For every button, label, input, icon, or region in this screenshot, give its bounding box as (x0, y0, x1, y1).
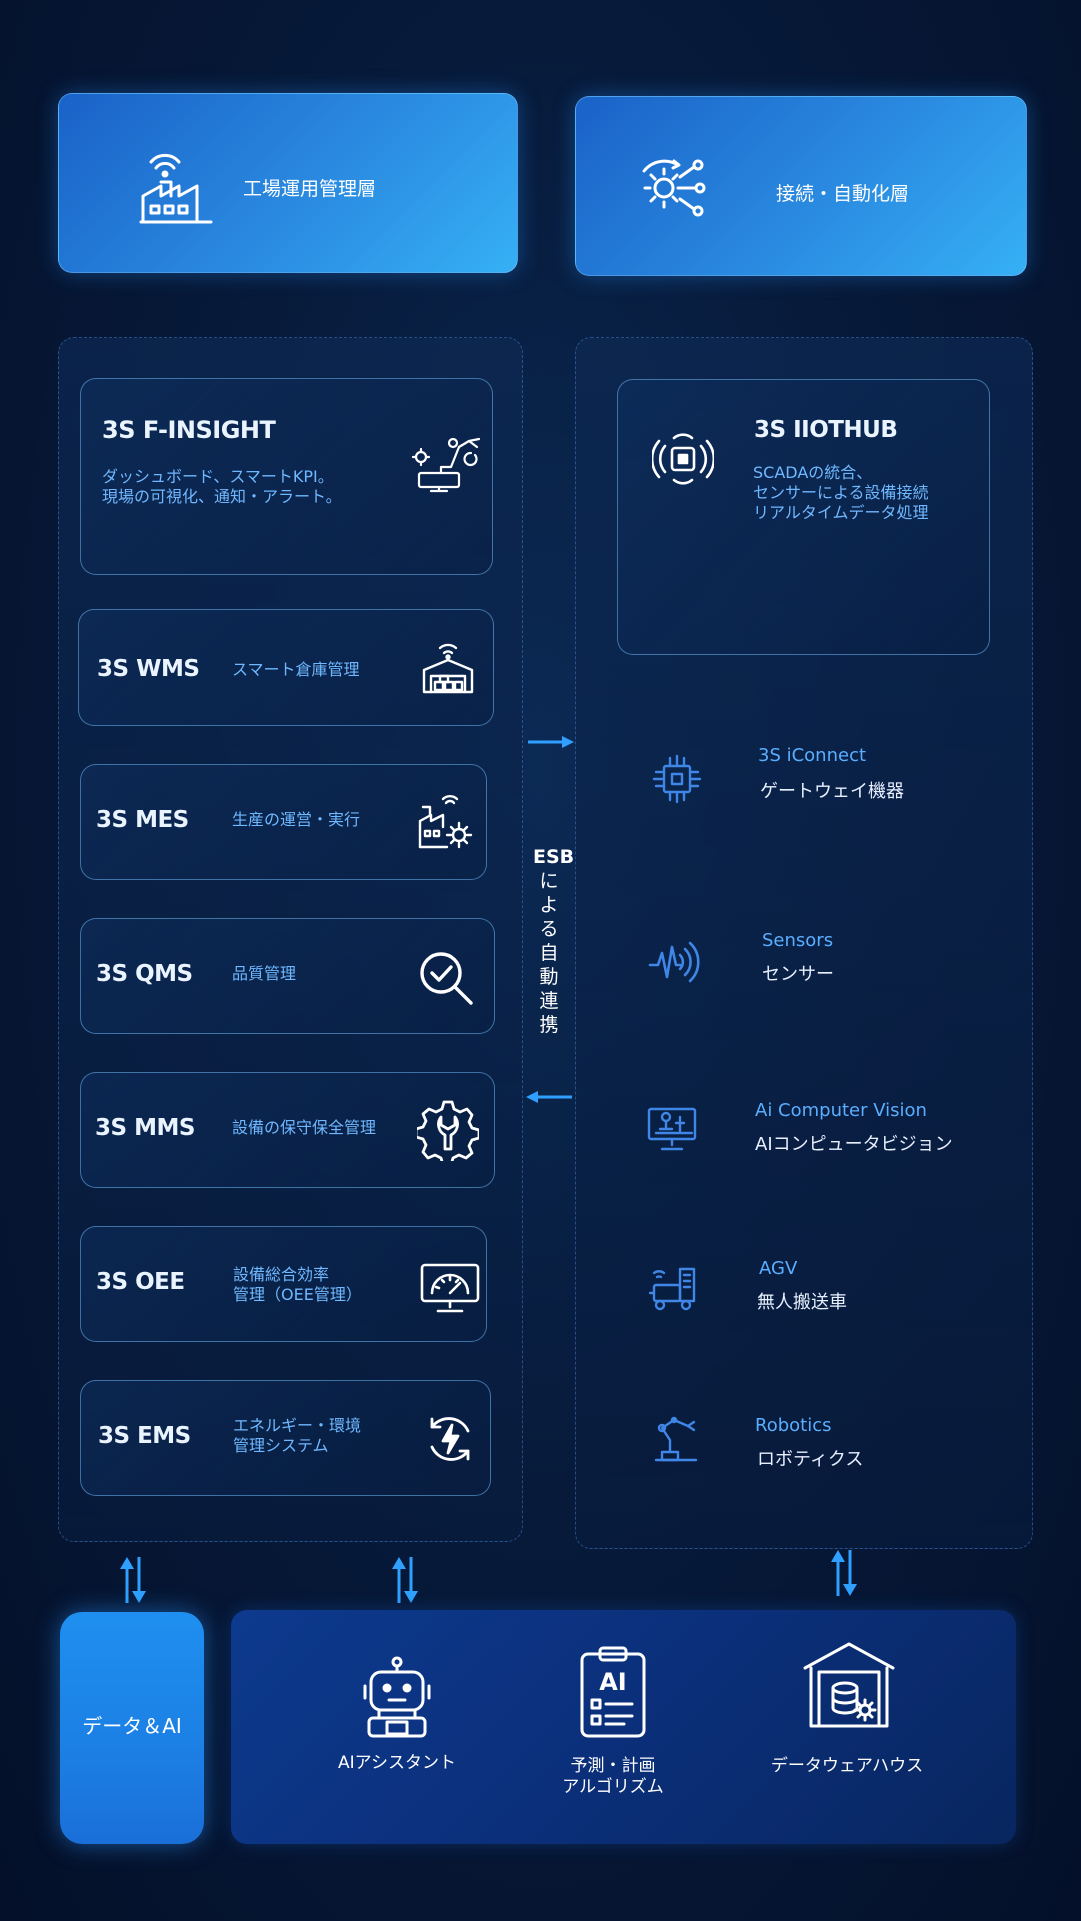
device-subtitle: 無人搬送車 (757, 1292, 847, 1313)
card-desc-line: スマート倉庫管理 (232, 660, 360, 679)
gateway-chip-icon (650, 752, 704, 806)
card-qms[interactable]: 3S QMS 品質管理 (80, 918, 495, 1034)
card-title: 3S F-INSIGHT (102, 416, 276, 444)
device-subtitle: ロボティクス (757, 1449, 864, 1470)
device-item-agv[interactable]: AGV 無人搬送車 (640, 1255, 1000, 1325)
bottom-item-label: データウェアハウス (770, 1756, 924, 1776)
card-ems[interactable]: 3S EMS エネルギー・環境 管理システム (80, 1380, 491, 1496)
factory-layer-label: 工場運用管理層 (243, 178, 377, 200)
bottom-item-label: 予測・計画 (570, 1756, 656, 1776)
esb-char: 携 (539, 1014, 559, 1036)
card-title: 3S MES (96, 807, 189, 833)
card-desc-line: SCADAの統合、 (753, 463, 873, 482)
robot-arm-monitor-icon (411, 429, 483, 495)
device-title: AGV (759, 1258, 798, 1279)
card-title: 3S EMS (98, 1423, 191, 1449)
card-title: 3S QMS (96, 961, 193, 987)
gear-network-icon (634, 153, 718, 223)
card-desc-line: 管理システム (233, 1436, 329, 1455)
card-title: 3S MMS (95, 1115, 195, 1141)
svg-text:AI: AI (599, 1668, 627, 1696)
esb-char: る (539, 918, 559, 940)
device-item-iconnect[interactable]: 3S iConnect ゲートウェイ機器 (640, 740, 1000, 810)
factory-layer-header: 工場運用管理層 (58, 93, 518, 273)
esb-char: よ (539, 894, 559, 916)
esb-arrow-right (526, 734, 576, 754)
ai-clipboard-icon: AI (578, 1646, 648, 1738)
card-desc-line: 現場の可視化、通知・アラート。 (102, 487, 342, 506)
device-subtitle: ゲートウェイ機器 (760, 781, 904, 802)
connect-layer-label: 接続・自動化層 (776, 183, 910, 205)
bottom-item-label: AIアシスタント (338, 1753, 456, 1773)
card-title: 3S WMS (97, 656, 200, 682)
device-item-sensors[interactable]: Sensors センサー (640, 925, 1000, 995)
esb-char: 連 (539, 990, 559, 1012)
connect-layer-header: 接続・自動化層 (575, 96, 1027, 276)
data-warehouse-icon (803, 1640, 895, 1730)
esb-arrow-left (524, 1089, 574, 1109)
card-title: 3S OEE (96, 1269, 185, 1295)
card-wms[interactable]: 3S WMS スマート倉庫管理 (78, 609, 494, 726)
card-f-insight[interactable]: 3S F-INSIGHT ダッシュボード、スマートKPI。 現場の可視化、通知・… (80, 378, 493, 575)
card-desc-line: 品質管理 (232, 964, 297, 983)
robot-arm-icon (652, 1416, 702, 1466)
bidirectional-arrow (388, 1555, 422, 1609)
esb-char: に (539, 870, 559, 892)
card-title: 3S IIOTHUB (754, 417, 898, 443)
data-ai-block: データ＆AI (60, 1612, 204, 1844)
gear-wrench-icon (417, 1099, 479, 1161)
bottom-item-label: アルゴリズム (562, 1777, 664, 1797)
device-title: Robotics (755, 1415, 832, 1436)
vision-monitor-icon (646, 1103, 700, 1153)
device-title: Sensors (762, 930, 834, 951)
agv-icon (648, 1261, 702, 1313)
esb-label: ESB に よ る 自 動 連 携 (533, 845, 575, 1037)
card-desc-line: エネルギー・環境 (233, 1416, 362, 1435)
card-desc-line: 設備総合効率 (233, 1265, 330, 1284)
data-ai-label: データ＆AI (82, 1714, 182, 1738)
card-desc-line: 生産の運営・実行 (232, 810, 361, 829)
device-item-computer-vision[interactable]: Ai Computer Vision AIコンピュータビジョン (640, 1095, 1020, 1165)
ai-tools-panel: AIアシスタント AI 予測・計画 アルゴリズム データウェアハウス (231, 1610, 1016, 1844)
card-mes[interactable]: 3S MES 生産の運営・実行 (80, 764, 487, 880)
device-item-robotics[interactable]: Robotics ロボティクス (640, 1412, 1000, 1482)
card-desc-line: リアルタイムデータ処理 (753, 503, 929, 522)
factory-wifi-icon (139, 144, 215, 226)
card-oee[interactable]: 3S OEE 設備総合効率 管理（OEE管理） (80, 1226, 487, 1342)
bidirectional-arrow (116, 1555, 150, 1609)
robot-head-icon (361, 1656, 433, 1740)
magnifier-check-icon (417, 949, 477, 1009)
device-subtitle: AIコンピュータビジョン (755, 1134, 953, 1155)
energy-cycle-icon (424, 1413, 476, 1465)
esb-char: 動 (539, 966, 559, 988)
device-subtitle: センサー (762, 964, 834, 985)
card-iiothub[interactable]: 3S IIOTHUB SCADAの統合、 センサーによる設備接続 リアルタイムデ… (617, 379, 990, 655)
card-mms[interactable]: 3S MMS 設備の保守保全管理 (80, 1072, 495, 1188)
factory-gear-icon (417, 793, 473, 851)
warehouse-wifi-icon (421, 640, 475, 696)
monitor-gauge-icon (420, 1263, 480, 1315)
wireless-chip-icon (652, 428, 714, 490)
device-title: Ai Computer Vision (755, 1100, 927, 1121)
card-desc-line: センサーによる設備接続 (753, 483, 929, 502)
device-title: 3S iConnect (758, 745, 867, 766)
esb-heading: ESB (533, 846, 575, 868)
esb-char: 自 (539, 942, 559, 964)
card-desc-line: ダッシュボード、スマートKPI。 (102, 467, 334, 486)
bidirectional-arrow (827, 1548, 861, 1602)
sensor-wave-icon (648, 937, 704, 987)
card-desc-line: 設備の保守保全管理 (232, 1118, 377, 1137)
card-desc-line: 管理（OEE管理） (233, 1285, 362, 1304)
